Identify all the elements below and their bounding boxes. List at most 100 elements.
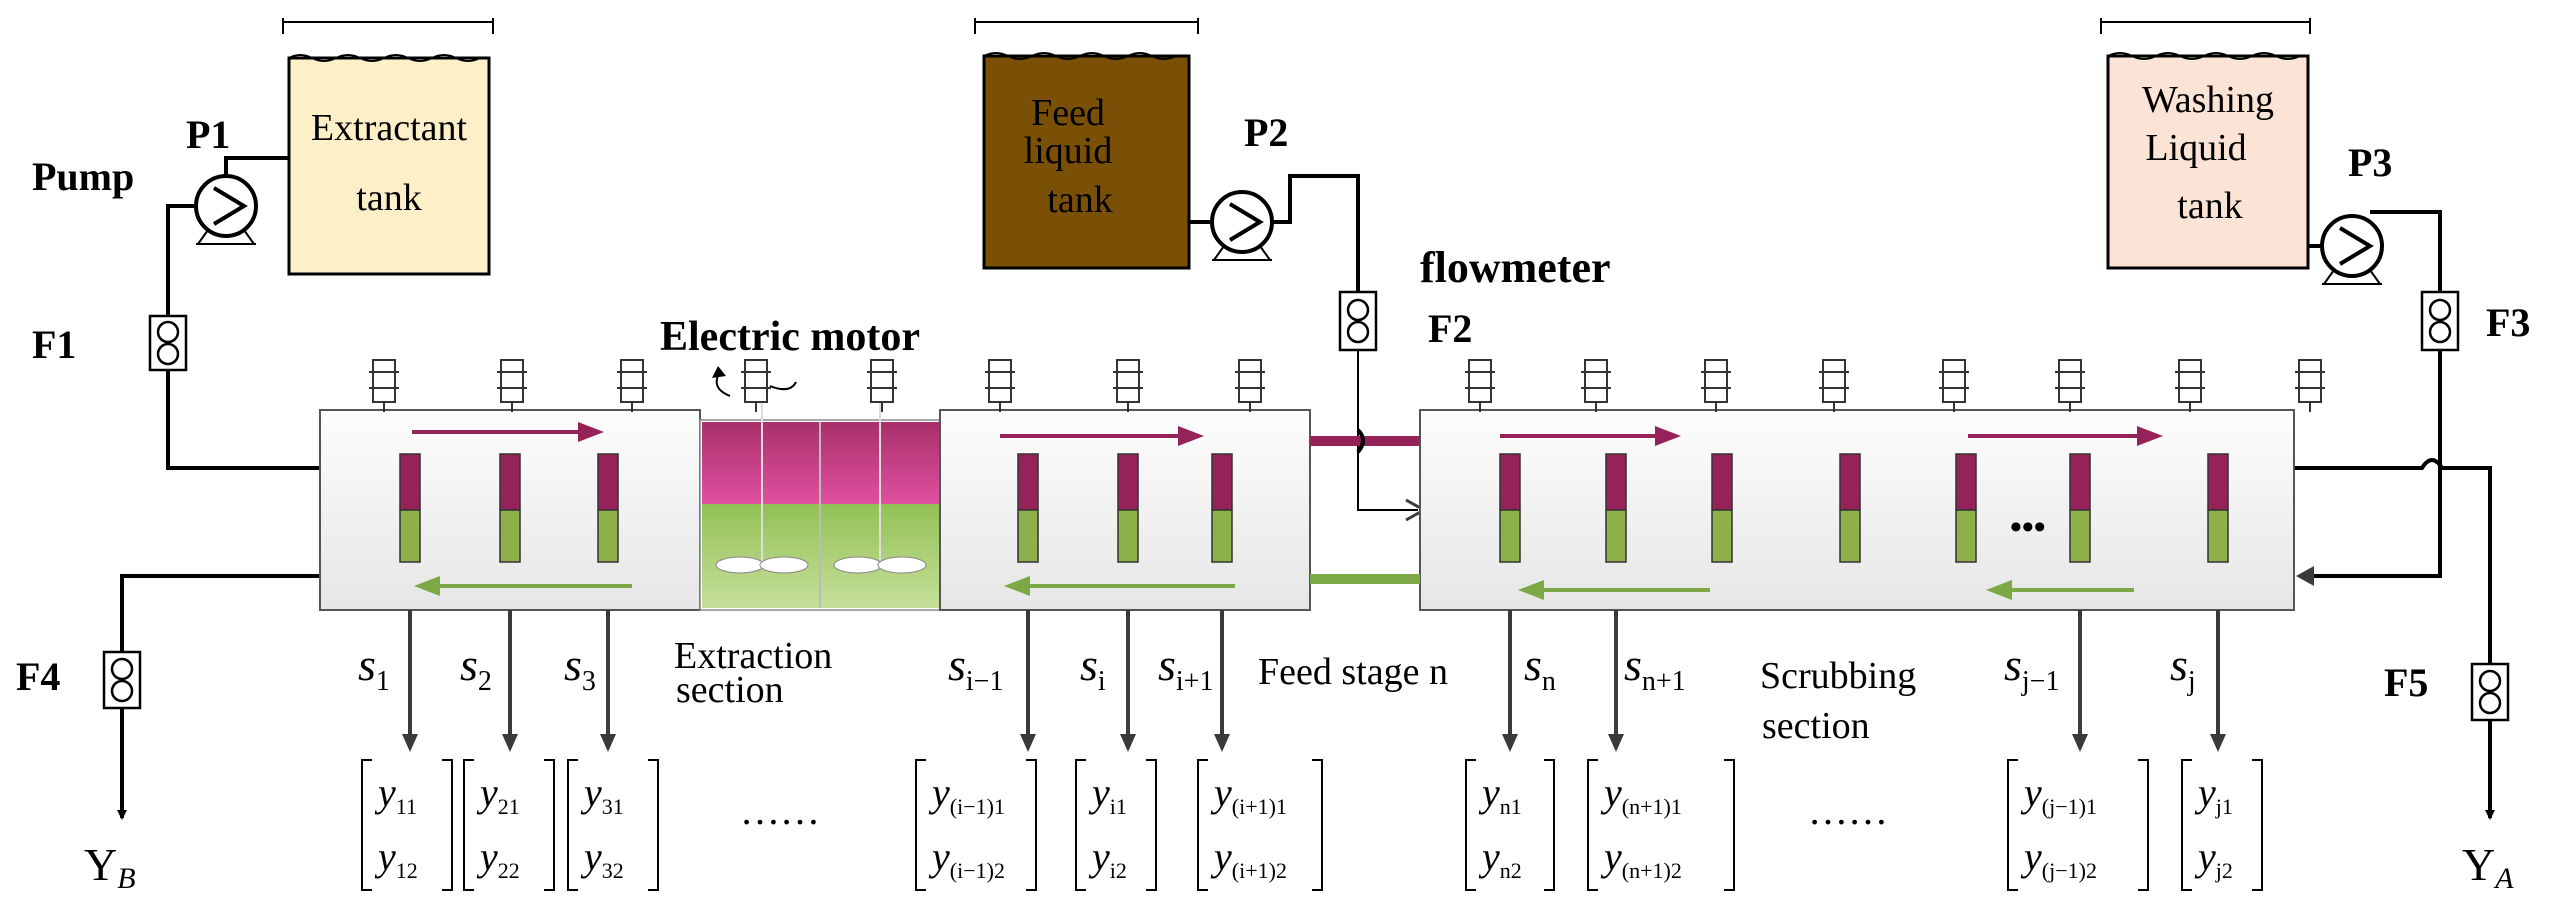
vector-entry-2: yn2: [1478, 834, 1522, 883]
motor-row: [369, 359, 2325, 412]
extractant-tank-label-2: tank: [356, 177, 421, 219]
vector-entry-1: y(i+1)1: [1210, 770, 1287, 819]
motor-icon: [1465, 359, 1495, 412]
stage-outlet-arrow: [1120, 610, 1136, 752]
flow-arrows: [412, 422, 2163, 600]
p3-label: P3: [2348, 140, 2392, 185]
output-vector: y(i−1)1 y(i−1)2: [915, 759, 1037, 891]
stage-label: s3: [564, 639, 596, 697]
stage-outlet-arrow: [1502, 610, 1518, 752]
stage-label: sn+1: [1624, 639, 1686, 697]
motor-icon: [497, 359, 527, 412]
motor-icon: [985, 359, 1015, 412]
stage-phase-column: [1117, 453, 1139, 563]
stage-outlet-arrow: [1020, 610, 1036, 752]
electric-motor-label: Electric motor: [660, 314, 920, 360]
motor-icon: [2175, 359, 2205, 412]
vector-entry-1: y(i−1)1: [928, 770, 1005, 819]
f4-label: F4: [16, 654, 60, 699]
stage-label: sj−1: [2004, 639, 2059, 697]
vector-entry-1: yn1: [1478, 770, 1522, 819]
ellipsis-right: ……: [1808, 788, 1888, 833]
motor-icon: [1581, 359, 1611, 412]
f3-label: F3: [2486, 300, 2530, 345]
stage-phase-column: [2207, 453, 2229, 563]
stage-phase-column: [499, 453, 521, 563]
vector-entry-1: y(j−1)1: [2020, 770, 2097, 819]
output-vectors: y11y12y21y22y31y32y(i−1)1y(i−1)2yi1yi2y(…: [361, 759, 2263, 891]
motor-icon: [1235, 359, 1265, 412]
washing-tank-label-2: Liquid: [2145, 127, 2246, 169]
yb-output-label: YB: [84, 839, 136, 895]
phase-bars: [399, 453, 2229, 563]
pump-p3: [2320, 214, 2384, 285]
stage-phase-column: [1499, 453, 1521, 563]
stage-phase-column: [1839, 453, 1861, 563]
vector-entry-2: y12: [374, 834, 418, 883]
motor-icon: [369, 359, 399, 412]
stage-outlet-arrow: [1214, 610, 1230, 752]
stage-label: sj: [2170, 639, 2196, 697]
vector-entry-2: yj2: [2194, 834, 2233, 883]
extraction-section-label-2: section: [676, 669, 784, 711]
vector-entry-2: y32: [580, 834, 624, 883]
stage-outlet-arrow: [402, 610, 418, 752]
f2-label: F2: [1428, 306, 1472, 351]
stage-outlet-arrow: [600, 610, 616, 752]
feed-tank-label-1: Feed: [1031, 92, 1105, 134]
stage-outlet-arrow: [502, 610, 518, 752]
washing-tank-label-3: tank: [2177, 185, 2242, 227]
output-vector: y(j−1)1y(j−1)2: [2007, 759, 2149, 891]
flowmeter-f5: [2470, 662, 2510, 722]
stage-phase-column: [399, 453, 421, 563]
motor-icon: [867, 359, 897, 412]
vector-entry-1: yi1: [1088, 770, 1127, 819]
p2-label: P2: [1244, 110, 1288, 155]
pump-label: Pump: [32, 154, 134, 199]
extractant-tank-body: [287, 56, 491, 276]
feed-tank-label-2: liquid: [1024, 130, 1113, 172]
stage-outlet-arrow: [2210, 610, 2226, 752]
extractant-tank-label-1: Extractant: [311, 107, 468, 149]
stage-outlet-arrow: [1608, 610, 1624, 752]
flowmeter-f1: [148, 314, 188, 372]
scrubbing-section-label-1: Scrubbing: [1760, 655, 1916, 697]
vector-entry-1: y31: [580, 770, 624, 819]
feed-tank-label-3: tank: [1047, 179, 1112, 221]
washing-tank-body: [2106, 54, 2310, 270]
vector-entry-2: yi2: [1088, 834, 1127, 883]
motor-icon: [1819, 359, 1849, 412]
f5-label: F5: [2384, 660, 2428, 705]
stage-phase-column: [1955, 453, 1977, 563]
flowmeter-f4: [102, 650, 142, 710]
vector-entry-2: y(i−1)2: [928, 834, 1005, 883]
motor-icon: [1701, 359, 1731, 412]
stages-continuation-dots: •••: [2010, 509, 2046, 546]
washing-tank-label-1: Washing: [2142, 79, 2274, 121]
vector-entry-1: y(n+1)1: [1600, 770, 1682, 819]
extraction-section-label-1: Extraction: [674, 635, 832, 677]
extractant-tank: Extractant tank: [282, 18, 494, 276]
output-vector: y(n+1)1y(n+1)2: [1587, 759, 1735, 891]
vector-entry-2: y(i+1)2: [1210, 834, 1287, 883]
motor-icon: [2295, 359, 2325, 412]
feed-liquid-tank: Feed liquid tank: [974, 18, 1199, 270]
stage-phase-column: [1605, 453, 1627, 563]
pump-p1: [194, 174, 258, 245]
vector-entry-2: y22: [476, 834, 520, 883]
motor-icon: [1939, 359, 1969, 412]
flowmeter-f2: [1338, 290, 1378, 352]
stage-label: s1: [358, 639, 390, 697]
stage-phase-column: [597, 453, 619, 563]
vector-entry-1: y21: [476, 770, 520, 819]
stage-outlet-arrow: [2072, 610, 2088, 752]
stage-label: s2: [460, 639, 492, 697]
motor-icon: [617, 359, 647, 412]
stage-phase-column: [1017, 453, 1039, 563]
